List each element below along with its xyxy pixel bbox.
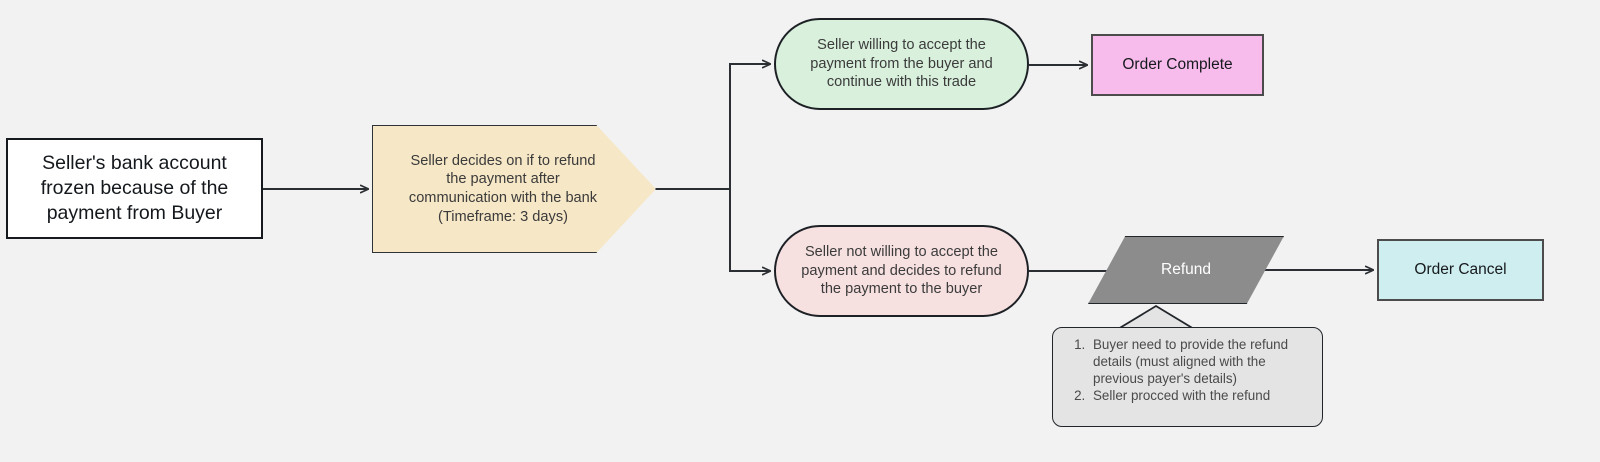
refund-note-item: Seller procced with the refund	[1089, 388, 1312, 405]
node-seller-refuse[interactable]: Seller not willing to accept the payment…	[774, 225, 1029, 317]
node-start[interactable]: Seller's bank account frozen because of …	[6, 138, 263, 239]
node-seller-accept-label: Seller willing to accept the payment fro…	[810, 36, 993, 91]
node-refund-label: Refund	[1161, 261, 1211, 279]
node-order-cancel[interactable]: Order Cancel	[1377, 239, 1544, 301]
node-order-complete-label: Order Complete	[1122, 56, 1233, 74]
refund-note-list: Buyer need to provide the refund details…	[1067, 337, 1312, 405]
node-order-cancel-label: Order Cancel	[1414, 261, 1507, 279]
flag-pentagon-shape	[372, 125, 656, 253]
node-decision-label: Seller decides on if to refund the payme…	[408, 152, 598, 225]
node-seller-refuse-label: Seller not willing to accept the payment…	[801, 243, 1002, 298]
node-refund-note[interactable]: Buyer need to provide the refund details…	[1052, 327, 1323, 427]
node-order-complete[interactable]: Order Complete	[1091, 34, 1264, 96]
edge-branch-to-refuse	[729, 189, 770, 271]
refund-note-item: Buyer need to provide the refund details…	[1089, 337, 1312, 388]
parallelogram-shape	[1088, 236, 1284, 304]
note-callout-pointer	[1114, 304, 1198, 330]
node-decision[interactable]: Seller decides on if to refund the payme…	[372, 125, 656, 253]
node-start-label: Seller's bank account frozen because of …	[40, 152, 229, 224]
edge-branch-to-accept	[729, 64, 770, 189]
node-refund[interactable]: Refund	[1088, 236, 1284, 304]
node-seller-accept[interactable]: Seller willing to accept the payment fro…	[774, 18, 1029, 110]
